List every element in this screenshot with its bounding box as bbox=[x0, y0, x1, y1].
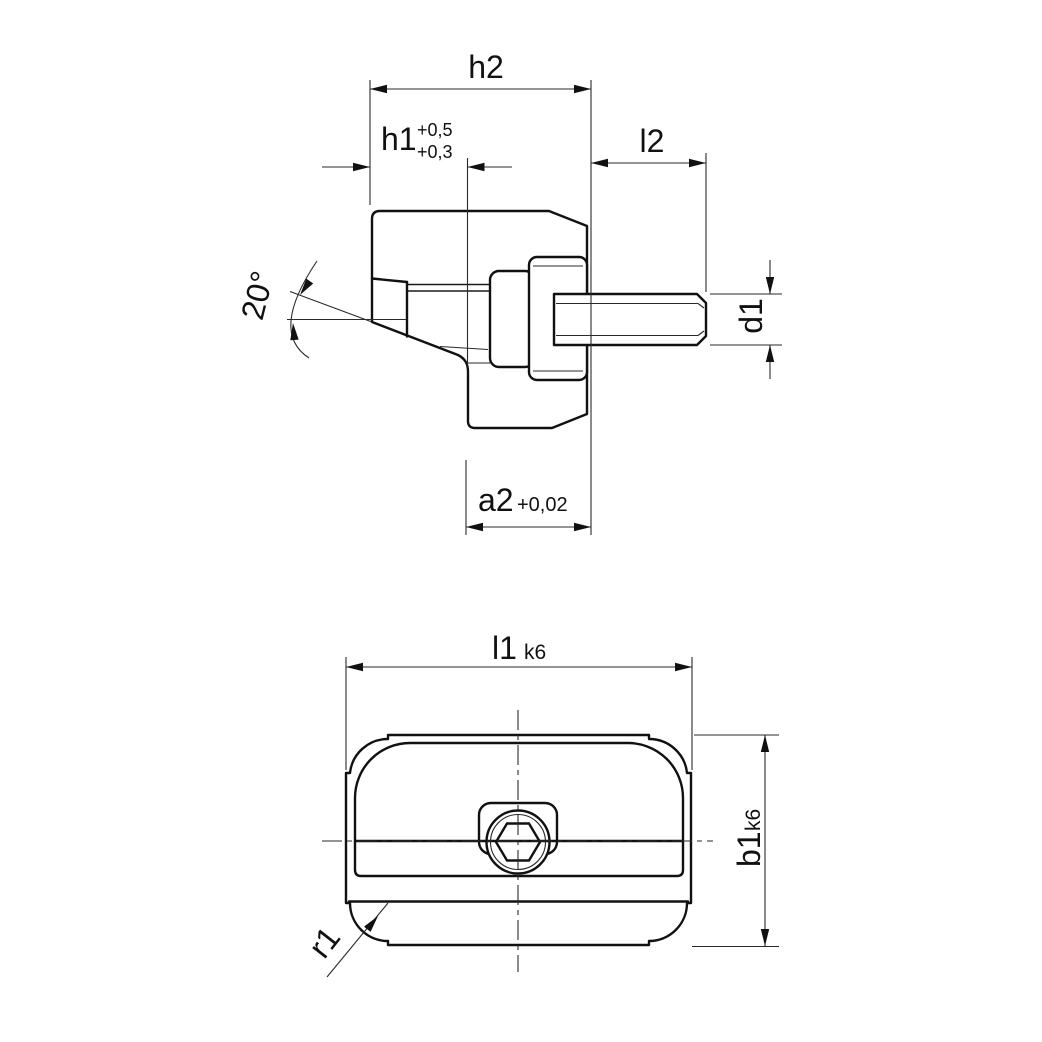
arrowhead bbox=[689, 158, 706, 168]
dim-l1-label: l1 bbox=[492, 630, 517, 666]
arrowhead bbox=[346, 662, 363, 672]
angle-arc bbox=[290, 260, 318, 359]
leader-r1 bbox=[326, 902, 389, 978]
side-view bbox=[370, 209, 708, 430]
arrowhead bbox=[290, 323, 299, 341]
arrowhead bbox=[765, 345, 775, 362]
screw-shaft bbox=[552, 292, 708, 347]
washer bbox=[488, 269, 536, 369]
plan-inner-outline bbox=[353, 741, 685, 878]
dimension-labels: h2 h1 +0,5 +0,3 l2 d1 20° a2 +0,02 l1 k6… bbox=[234, 49, 769, 965]
dim-r1-label: r1 bbox=[301, 920, 347, 965]
arrowhead bbox=[760, 735, 770, 752]
arrowhead bbox=[466, 522, 483, 532]
dim-h2-label: h2 bbox=[468, 49, 504, 85]
dim-a2-tolerance: +0,02 bbox=[517, 494, 568, 516]
arrowhead bbox=[353, 162, 370, 172]
dim-angle-label: 20° bbox=[234, 268, 281, 324]
dim-b1-label: b1 bbox=[731, 831, 767, 867]
arrowhead bbox=[591, 158, 608, 168]
arrowhead bbox=[675, 662, 692, 672]
dim-h1-tol-upper: +0,5 bbox=[417, 120, 453, 140]
tongue-top-edge bbox=[370, 277, 409, 284]
dim-d1-label: d1 bbox=[733, 298, 769, 334]
plan-view bbox=[322, 710, 713, 972]
arrowhead bbox=[300, 278, 314, 295]
arrowhead bbox=[574, 84, 591, 94]
dim-l1-fit: k6 bbox=[524, 641, 546, 664]
arrowhead bbox=[765, 277, 775, 294]
side-view-dimensions bbox=[287, 84, 775, 532]
arrowhead bbox=[760, 929, 770, 946]
arrowhead bbox=[364, 916, 378, 932]
arrowhead bbox=[370, 84, 387, 94]
angle-ref-slope bbox=[289, 290, 373, 323]
dim-h1-tol-lower: +0,3 bbox=[417, 142, 453, 162]
hidden-edge-1 bbox=[439, 345, 489, 351]
dim-a2-label: a2 bbox=[478, 482, 514, 518]
arrowhead bbox=[467, 162, 485, 172]
plan-view-dimensions bbox=[326, 657, 779, 978]
dim-b1-fit: k6 bbox=[742, 809, 765, 831]
arrowhead bbox=[574, 522, 591, 532]
thread-line-bottom bbox=[556, 330, 705, 337]
dim-l2-label: l2 bbox=[640, 123, 665, 159]
dim-h1-label: h1 bbox=[381, 121, 417, 157]
thread-line-top bbox=[556, 302, 705, 309]
